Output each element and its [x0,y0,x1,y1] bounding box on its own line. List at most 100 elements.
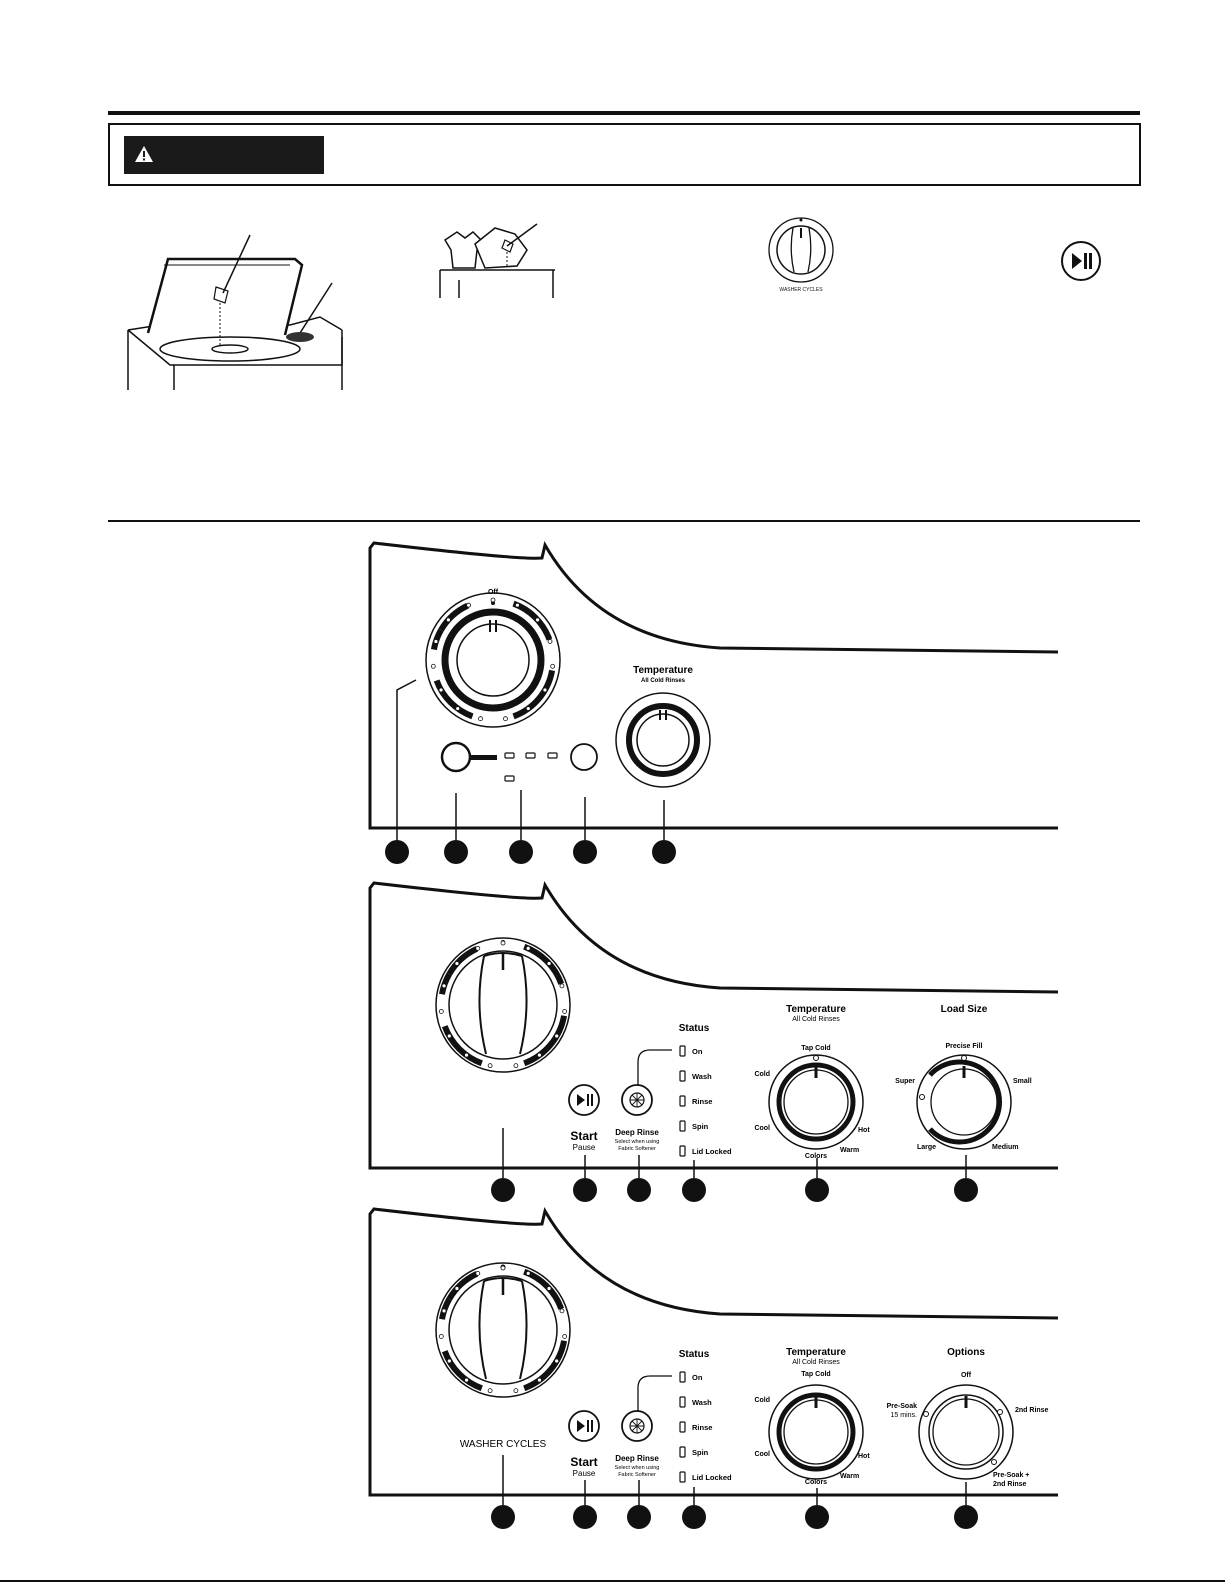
panel2-temp-title: Temperature [786,1004,846,1015]
knob-ring-dot [487,1063,493,1069]
knob-ring-dot [454,1286,460,1291]
panel2-deep-rinse-sub1: Select when using [615,1139,660,1145]
knob-ring-dot [562,1334,568,1339]
knob-ring-dot [475,1270,481,1276]
knob-ring-segment [438,602,470,632]
knob-ring-dot [500,940,506,946]
status-label: On [692,1047,703,1056]
knob-ring-dot [464,1377,469,1383]
knob-ring-dot [546,1286,552,1291]
panel1-callout-dots [385,840,676,864]
panel2-start-label: Start [570,1129,597,1143]
options-label: Pre-Soak [887,1403,917,1410]
temp-option-label: Colors [805,1153,827,1160]
panel1-selector-button[interactable] [440,741,497,773]
status-light [679,1095,686,1107]
panel3-deep-rinse-button[interactable] [621,1410,653,1442]
play-pause-icon [1061,241,1101,281]
panel3-status-title: Status [679,1349,710,1360]
knob-ring-dot [513,1388,519,1394]
status-label: Rinse [692,1097,712,1106]
panel2-load-title: Load Size [941,1004,988,1015]
options-label: 2nd Rinse [1015,1407,1049,1414]
panel2-pause-label: Pause [573,1143,596,1152]
knob-ring-dot [500,1265,506,1271]
panel3-cycle-knob[interactable] [435,1262,571,1398]
panel2-callout-dots [491,1178,978,1202]
panel3-options-title: Options [947,1347,985,1358]
status-light [679,1446,686,1458]
knob-ring-dot [464,1052,469,1058]
knob-ring-dot [525,945,531,951]
panel2-start-pause-button[interactable] [568,1084,600,1116]
status-light [679,1045,686,1057]
panel-2: Start Pause Deep Rinse Select when using… [368,880,1059,1202]
panel2-deep-rinse-label: Deep Rinse [615,1128,659,1137]
panel1-temp-subtitle: All Cold Rinses [641,678,686,684]
cycle-knob-label: WASHER CYCLES [779,287,823,293]
options-label: 2nd Rinse [993,1481,1027,1488]
load-option-label: Medium [992,1144,1018,1151]
status-label: Wash [692,1072,712,1081]
panel3-deep-rinse-label: Deep Rinse [615,1454,659,1463]
temp-option-label: Cool [754,1125,770,1132]
knob-ring-dot [550,663,556,669]
panel2-deep-rinse-button[interactable] [621,1084,653,1116]
temp-option-label: Warm [840,1147,859,1154]
status-label: Lid Locked [692,1473,732,1482]
panel2-cycle-knob[interactable] [435,937,571,1073]
knob-ring-dot [513,1063,519,1069]
options-label: 15 mins. [891,1412,918,1419]
panel1-round-button[interactable] [570,743,598,771]
knob-ring-segment [523,1015,568,1067]
knob-ring-dot [441,983,447,989]
panel2-status-title: Status [679,1023,710,1034]
temp-option-label: Cold [754,1071,770,1078]
knob-ring-dot [525,706,531,711]
knob-ring-dot [455,706,461,711]
knob-ring-dot [537,1377,542,1383]
knob-ring-dot [525,1270,531,1276]
status-light [679,1145,686,1157]
status-light [679,1421,686,1433]
temp-option-label: Cool [754,1451,770,1458]
warning-banner [108,123,1141,186]
panel3-start-pause-button[interactable] [568,1410,600,1442]
warning-triangle-icon [135,146,153,162]
panel2-deep-rinse-sub2: Fabric Softener [618,1146,656,1152]
panel1-temp-knob[interactable] [615,692,711,788]
knob-ring-dot [487,1388,493,1394]
knob-ring-dot [441,1308,447,1314]
options-label: Pre-Soak + [993,1472,1029,1479]
panel2-callouts [502,1128,967,1178]
panel2-load-knob[interactable] [916,1054,1012,1150]
knob-ring-dot [562,1009,568,1014]
knob-ring-dot [454,961,460,966]
panel2-temp-knob[interactable] [768,1054,864,1150]
knob-ring-dot [430,663,436,669]
status-light [679,1371,686,1383]
panel1-cycle-knob[interactable] [425,592,561,728]
status-label: On [692,1373,703,1382]
panel3-temp-knob[interactable] [768,1384,864,1480]
status-light [679,1120,686,1132]
panel3-options-knob[interactable] [918,1384,1014,1480]
knob-ring-dot [535,617,540,623]
top-rule [108,111,1140,115]
panel3-deep-rinse-sub1: Select when using [615,1465,660,1471]
status-light [679,1396,686,1408]
panel1-callouts [396,679,665,840]
knob-ring-dot [446,617,451,623]
knob-ring-segment [433,679,474,720]
panel3-start-label: Start [570,1455,597,1469]
panel3-pause-label: Pause [573,1469,596,1478]
washer-open-lid-icon [127,234,343,390]
knob-ring-dot [438,1009,444,1014]
knob-ring-segment [441,1025,483,1067]
knob-ring-segment [523,1268,565,1310]
knob-ring-dot [559,1308,565,1314]
knob-ring-dot [446,1033,452,1039]
knob-ring-dot [559,983,565,989]
